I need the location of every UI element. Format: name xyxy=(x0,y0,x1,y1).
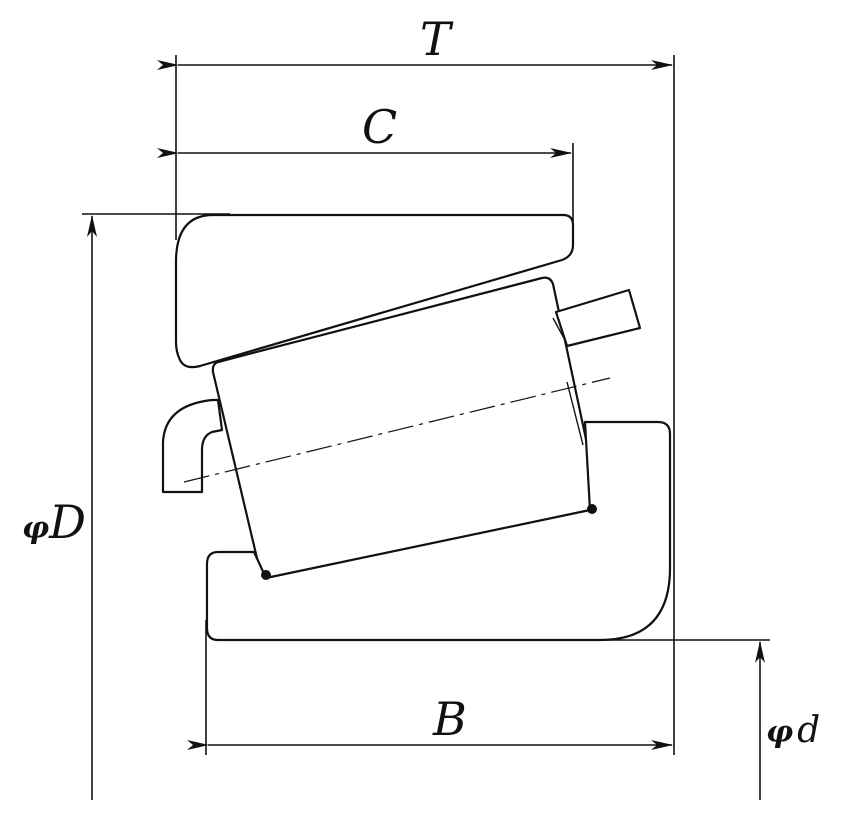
label-B: B xyxy=(432,692,467,746)
cage-right xyxy=(554,288,642,348)
label-phi-D: φD xyxy=(22,495,86,549)
dimension-lines xyxy=(87,60,765,800)
phi-symbol-D: φ xyxy=(22,511,49,546)
roller-contact-points xyxy=(261,504,597,580)
cage-left xyxy=(161,398,224,494)
letter-d: d xyxy=(797,710,820,751)
extension-lines xyxy=(82,55,770,755)
letter-D: D xyxy=(48,495,86,549)
inner-ring xyxy=(205,420,672,642)
center-line xyxy=(183,377,611,483)
phi-symbol-d: φ xyxy=(766,715,793,750)
label-C: C xyxy=(362,100,397,154)
label-T: T xyxy=(420,12,454,66)
outer-ring xyxy=(174,213,575,369)
